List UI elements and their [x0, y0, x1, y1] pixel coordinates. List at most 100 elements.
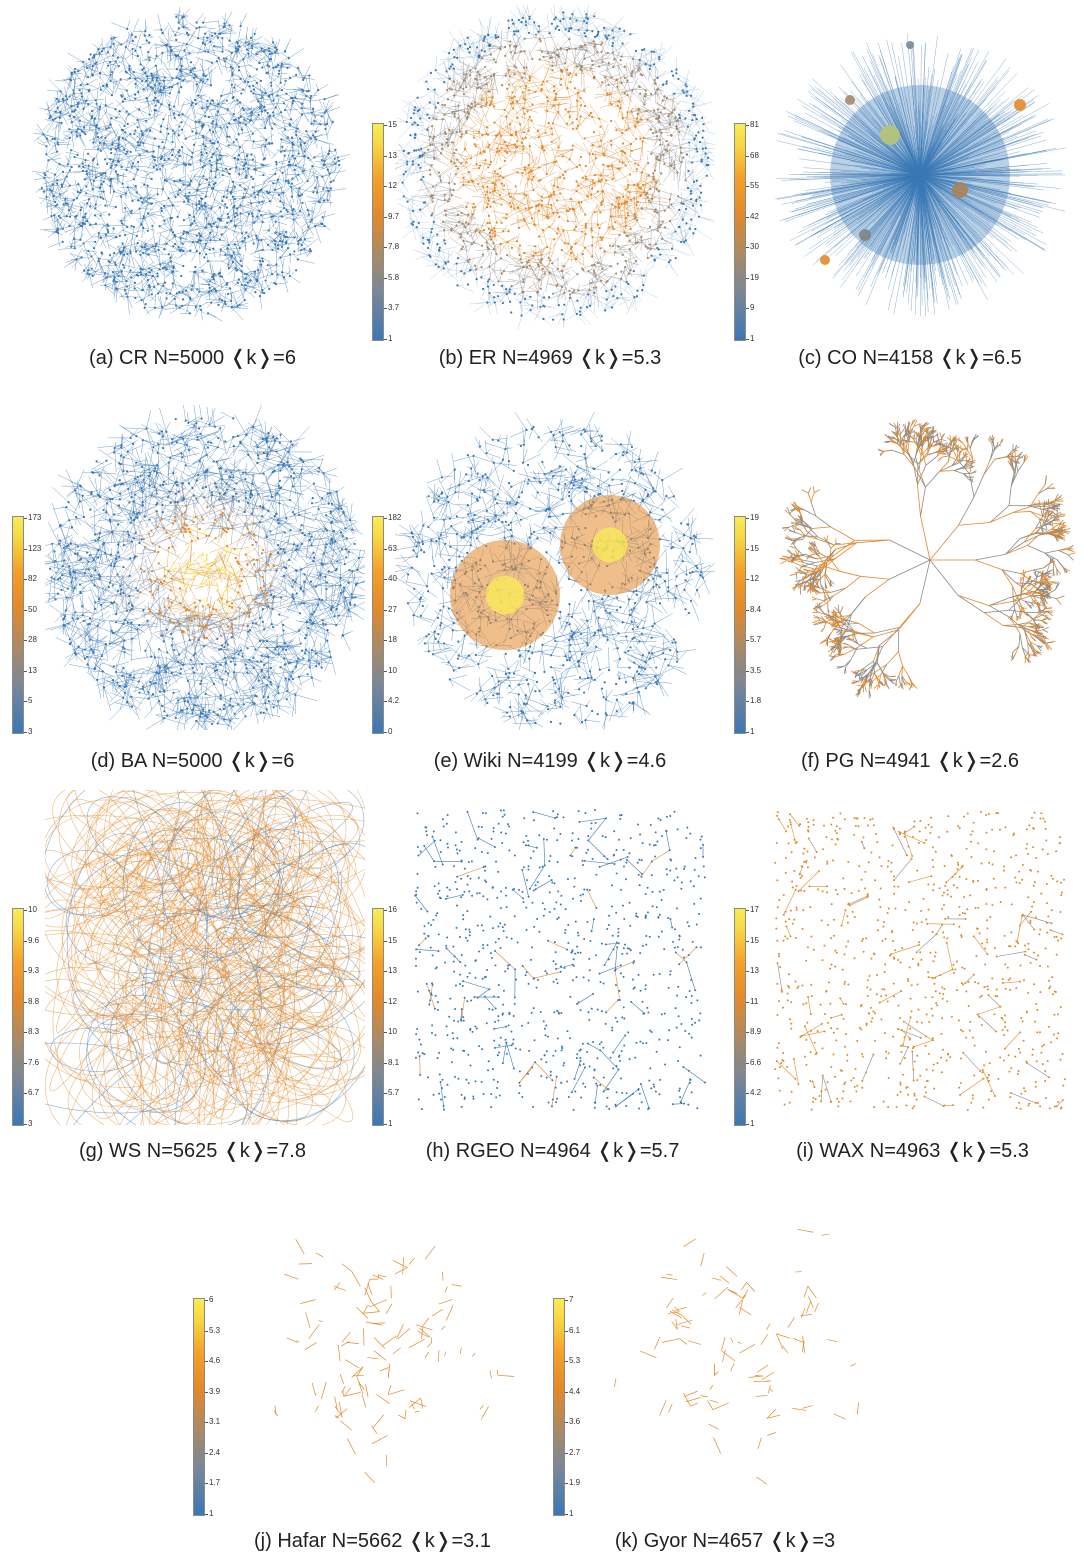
colorbar-tick-label: 8.8	[28, 997, 39, 1006]
colorbar-tickmark	[24, 1062, 27, 1064]
colorbar-tickmark	[384, 1001, 387, 1003]
colorbar-tick-label: 1	[750, 335, 754, 343]
colorbar-tickmark	[384, 1124, 387, 1125]
colorbar-tick-label: 5.3	[209, 1326, 220, 1335]
colorbar-tickmark	[746, 640, 749, 642]
edges	[395, 411, 715, 730]
colorbar-tickmark	[384, 216, 387, 218]
colorbar-tickmark	[746, 155, 749, 157]
colorbar-tick-label: 16	[388, 906, 397, 914]
colorbar-f	[734, 516, 746, 734]
colorbar-tick-label: 19	[750, 514, 759, 522]
colorbar-tickmark	[384, 670, 387, 672]
colorbar-tick-label: 3.1	[209, 1418, 220, 1426]
colorbar-tickmark	[24, 1093, 27, 1095]
colorbar-tickmark	[746, 1124, 749, 1125]
network-plot-i	[774, 810, 1066, 1111]
colorbar-tick-label: 81	[750, 121, 759, 129]
network-plot-d	[45, 405, 365, 730]
colorbar-tickmark	[205, 1452, 208, 1454]
colorbar-tickmark	[565, 1300, 568, 1301]
caption-e: (e) Wiki N=4199 ❬k❭=4.6	[380, 748, 720, 773]
colorbar-tickmark	[746, 732, 749, 733]
colorbar-tick-label: 6.6	[750, 1058, 761, 1067]
nodes	[40, 15, 341, 315]
colorbar-tick-label: 6.1	[569, 1326, 580, 1335]
colorbar-tickmark	[746, 247, 749, 249]
network-plot-b	[395, 5, 715, 330]
colorbar-tickmark	[384, 701, 387, 703]
colorbar-tickmark	[746, 701, 749, 703]
colorbar-tick-label: 12	[388, 997, 397, 1006]
colorbar-tick-label: 40	[388, 575, 397, 583]
cluster-blob	[845, 95, 855, 105]
edges	[776, 814, 1064, 1107]
colorbar-tick-label: 3.7	[388, 304, 399, 312]
colorbar-tick-label: 82	[28, 575, 37, 583]
colorbar-tick-label: 18	[388, 636, 397, 644]
colorbar-tick-label: 15	[750, 544, 759, 553]
colorbar-tick-label: 10	[388, 1028, 397, 1036]
colorbar-tick-label: 50	[28, 605, 37, 614]
colorbar-tickmark	[746, 1032, 749, 1034]
colorbar-tickmark	[24, 940, 27, 942]
colorbar-tick-label: 1	[750, 1120, 754, 1128]
colorbar-tick-label: 7.8	[388, 243, 399, 251]
colorbar-tickmark	[565, 1330, 568, 1332]
colorbar-tickmark	[24, 518, 27, 519]
colorbar-tickmark	[24, 701, 27, 703]
colorbar-tickmark	[746, 308, 749, 310]
colorbar-tickmark	[384, 1062, 387, 1064]
colorbar-tick-label: 17	[750, 906, 759, 914]
colorbar-tick-label: 8.3	[28, 1028, 39, 1036]
colorbar-tickmark	[205, 1514, 208, 1515]
colorbar-k	[553, 1298, 565, 1516]
colorbar-tickmark	[384, 971, 387, 973]
edges	[395, 5, 715, 330]
colorbar-tickmark	[746, 971, 749, 973]
colorbar-c	[734, 123, 746, 341]
caption-d: (d) BA N=5000 ❬k❭=6	[20, 748, 365, 773]
caption-j: (j) Hafar N=5662 ❬k❭=3.1	[200, 1528, 545, 1553]
caption-a: (a) CR N=5000 ❬k❭=6	[20, 345, 365, 370]
colorbar-tickmark	[746, 579, 749, 581]
colorbar-tickmark	[746, 125, 749, 126]
network-plot-a	[32, 6, 350, 322]
colorbar-tick-label: 7	[569, 1296, 573, 1304]
colorbar-tick-label: 0	[388, 728, 392, 736]
colorbar-tick-label: 10	[28, 906, 37, 914]
colorbar-tickmark	[746, 1062, 749, 1064]
caption-g: (g) WS N=5625 ❬k❭=7.8	[20, 1138, 365, 1163]
colorbar-tick-label: 27	[388, 605, 397, 614]
colorbar-tick-label: 5.3	[569, 1357, 580, 1365]
edges	[45, 790, 365, 1125]
colorbar-tickmark	[24, 1124, 27, 1125]
cluster-blob	[820, 255, 830, 265]
network-plot-f	[779, 419, 1076, 699]
colorbar-tickmark	[205, 1300, 208, 1301]
cluster-blob	[952, 182, 968, 198]
colorbar-tickmark	[746, 1001, 749, 1003]
colorbar-tick-label: 6	[209, 1296, 213, 1304]
colorbar-tick-label: 13	[28, 666, 37, 675]
colorbar-tickmark	[384, 640, 387, 642]
colorbar-tick-label: 173	[28, 514, 41, 522]
colorbar-tickmark	[205, 1330, 208, 1332]
network-plot-e	[395, 411, 715, 730]
colorbar-tickmark	[746, 609, 749, 611]
colorbar-tick-label: 1.9	[569, 1479, 580, 1487]
colorbar-tickmark	[384, 1093, 387, 1095]
colorbar-tickmark	[24, 670, 27, 672]
colorbar-tick-label: 2.4	[209, 1448, 220, 1457]
colorbar-tick-label: 13	[750, 967, 759, 975]
colorbar-tickmark	[24, 910, 27, 911]
colorbar-tick-label: 9.3	[28, 967, 39, 975]
edges	[45, 405, 365, 730]
colorbar-tick-label: 13	[388, 967, 397, 975]
colorbar-tick-label: 3	[28, 728, 32, 736]
colorbar-tick-label: 68	[750, 151, 759, 160]
colorbar-tickmark	[746, 670, 749, 672]
nodes	[401, 11, 710, 321]
edges	[273, 1238, 515, 1484]
colorbar-tickmark	[746, 910, 749, 911]
